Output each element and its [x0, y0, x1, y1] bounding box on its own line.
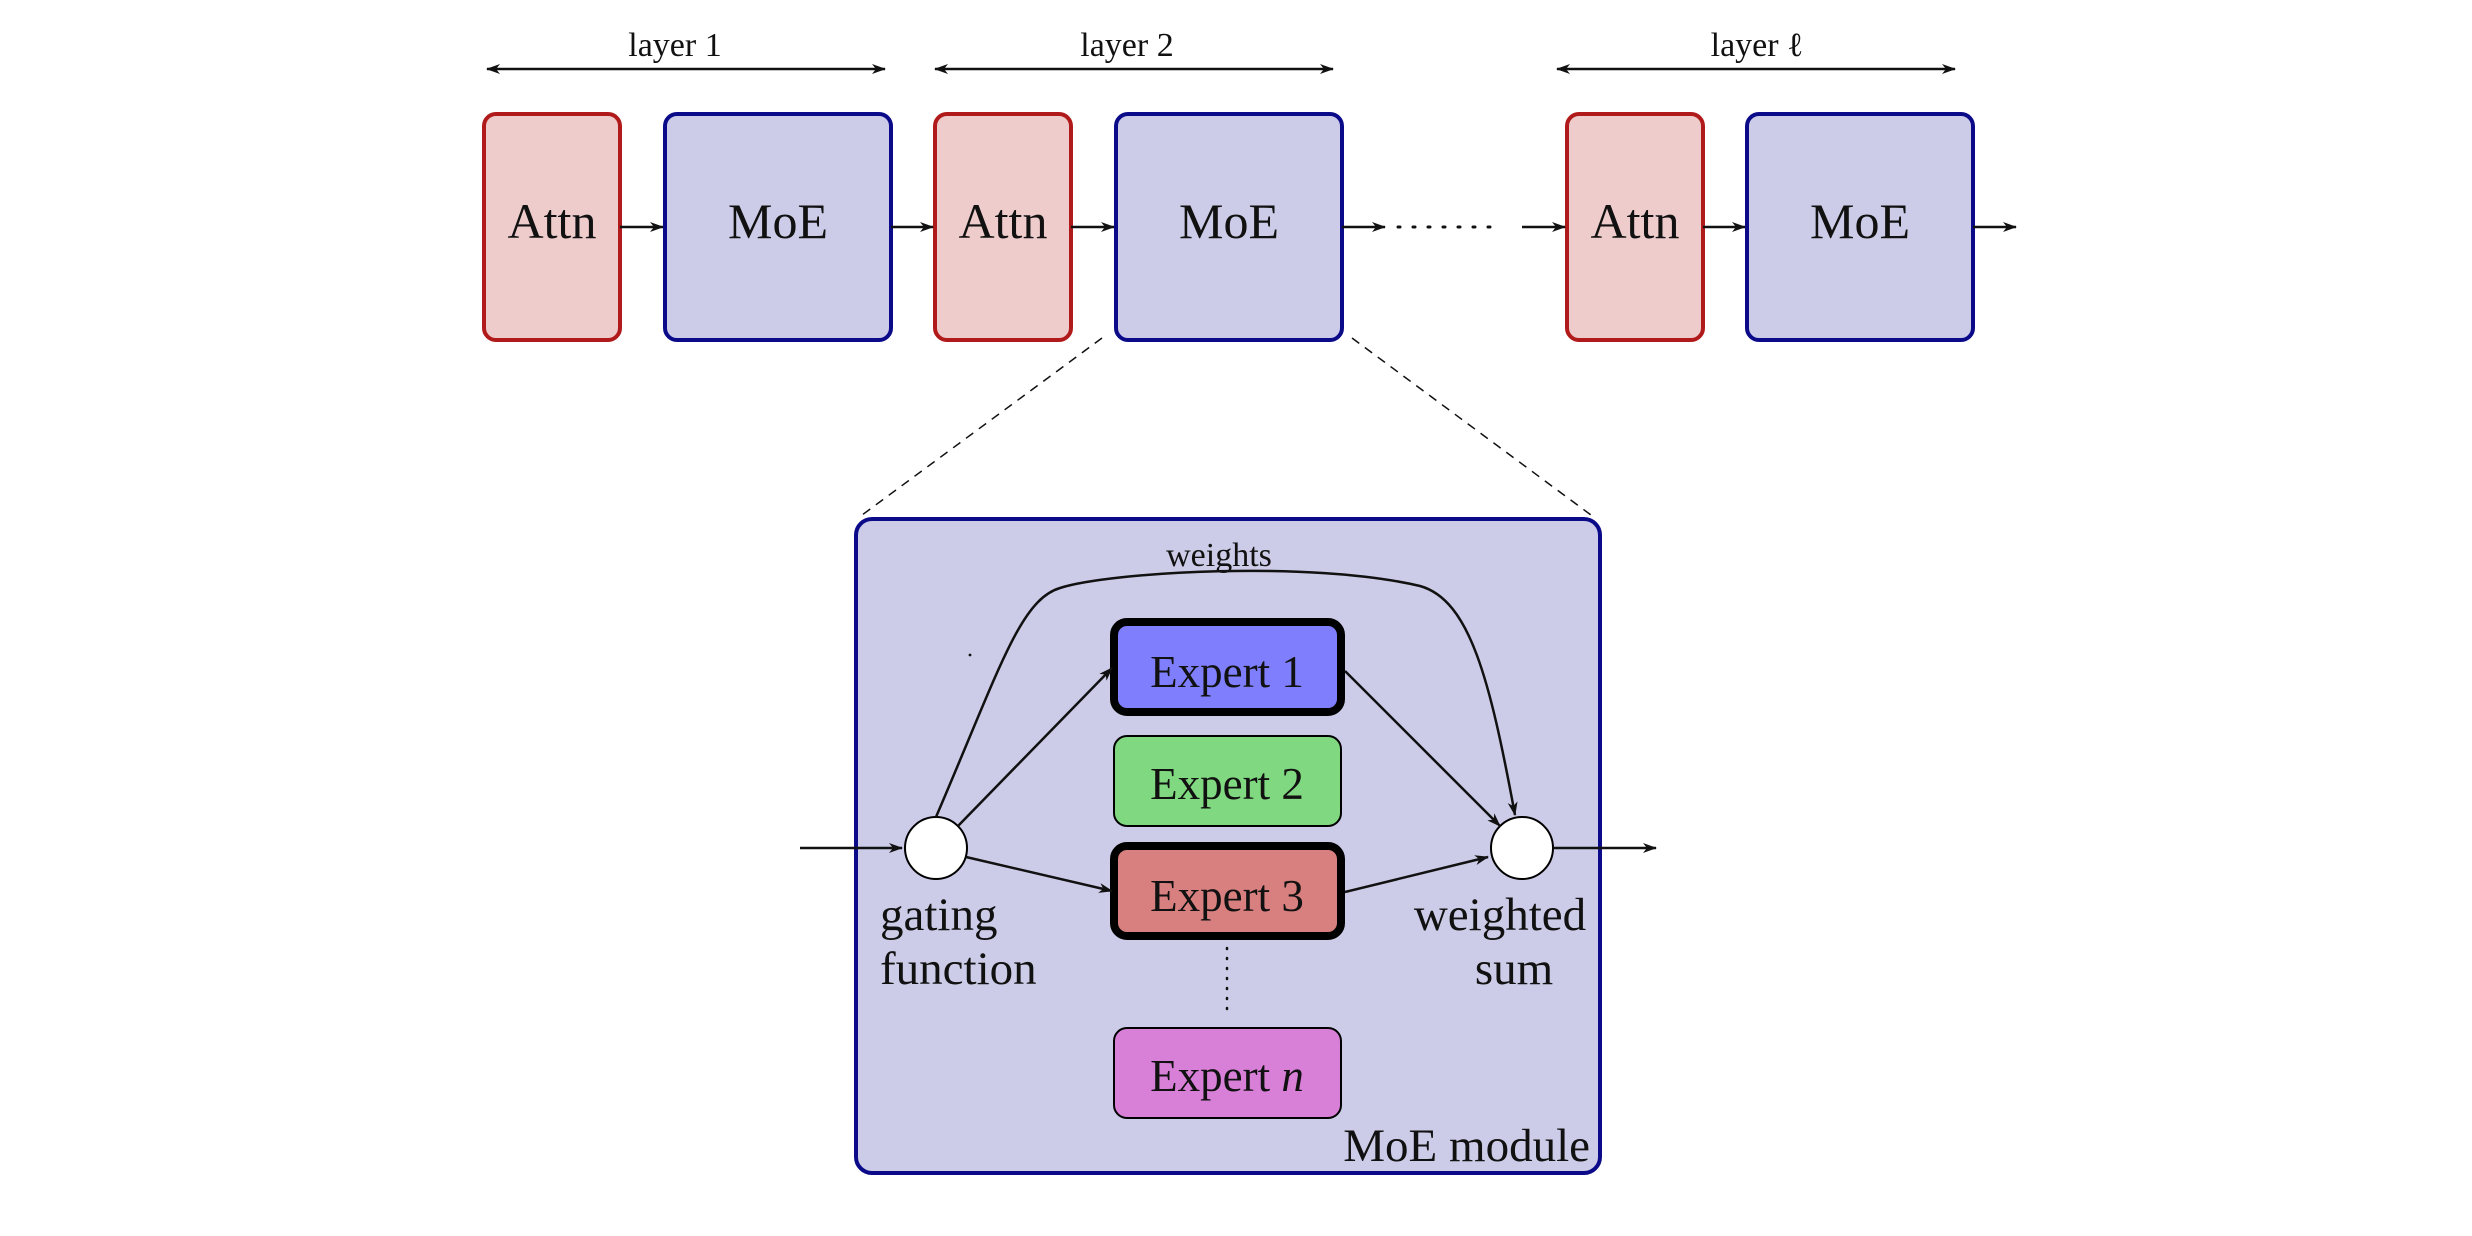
- attn-block-1-label: Attn: [508, 193, 597, 249]
- moe-module-title: MoE module: [1343, 1120, 1590, 1172]
- layer-2-label: layer 2: [1080, 27, 1173, 64]
- arrow-gating-expert1: [957, 667, 1113, 827]
- arrow-expert3-sum: [1344, 855, 1489, 894]
- expert-n-variable: n: [1281, 1051, 1304, 1101]
- expert-n-box: [1113, 1027, 1342, 1119]
- layer-2-span: layer 2: [934, 27, 1334, 74]
- moe-block-l-label: MoE: [1810, 193, 1910, 249]
- weighted-sum-node: [1490, 816, 1554, 880]
- attn-block-l-label: Attn: [1591, 193, 1680, 249]
- arrow-gating-expert3: [965, 855, 1113, 893]
- expert-n-prefix: Expert: [1150, 1051, 1281, 1101]
- layer-l-label: layer ℓ: [1711, 27, 1804, 64]
- zoom-line-left: [857, 337, 1103, 519]
- module-arrows: [800, 569, 1657, 894]
- expert-1-label: Expert 1: [1150, 647, 1304, 697]
- arrow-expert1-sum: [1344, 670, 1501, 827]
- attn-block-2-label: Attn: [959, 193, 1048, 249]
- layer-l-span: layer ℓ: [1556, 27, 1956, 74]
- sum-label-line1: weighted: [1414, 889, 1586, 941]
- moe-block-2-label: MoE: [1179, 193, 1279, 249]
- gating-label-line2: function: [880, 943, 1037, 995]
- gating-function-node: [904, 816, 968, 880]
- moe-block-1-label: MoE: [728, 193, 828, 249]
- expert-3-box: [1110, 842, 1345, 940]
- sum-label-line2: sum: [1475, 943, 1553, 995]
- layer-1-span: layer 1: [486, 27, 886, 74]
- layer-1-label: layer 1: [628, 27, 721, 64]
- stray-dot: [968, 653, 972, 657]
- zoom-line-right: [1351, 337, 1596, 519]
- weights-label: weights: [1166, 537, 1272, 574]
- expert-2-box: [1113, 735, 1342, 827]
- expert-3-label: Expert 3: [1150, 871, 1304, 921]
- expert-2-label: Expert 2: [1150, 759, 1304, 809]
- expert-n-label: Expert n: [1150, 1051, 1304, 1101]
- gating-label-line1: gating: [880, 889, 997, 941]
- expert-1-box: [1110, 618, 1345, 716]
- weights-curve-arrow: [934, 569, 1518, 818]
